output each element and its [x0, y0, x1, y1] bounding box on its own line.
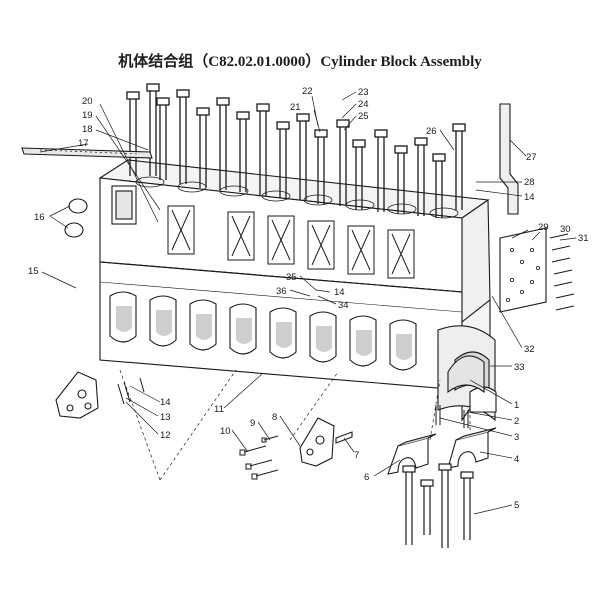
callout-19: 19	[82, 110, 93, 121]
main-bearing-cap-6	[387, 433, 437, 475]
callout-7: 7	[354, 450, 359, 461]
callout-18: 18	[82, 124, 93, 135]
callout-9: 9	[250, 418, 255, 429]
plug-16	[64, 198, 88, 238]
end-cover-plate	[499, 227, 575, 313]
callout-11: 11	[214, 404, 224, 415]
main-bearing-cap-4	[447, 427, 497, 469]
callout-3: 3	[514, 432, 519, 443]
callout-8: 8	[272, 412, 277, 423]
callout-17: 17	[78, 138, 89, 149]
cylinder-block	[98, 159, 497, 422]
head-studs	[126, 83, 466, 218]
oil-pipe-strip	[21, 147, 153, 159]
main-bearing-bolts	[402, 463, 474, 548]
mounting-bracket-left	[55, 371, 99, 419]
callout-6: 6	[364, 472, 369, 483]
callout-21: 21	[290, 102, 301, 113]
callout-2: 2	[514, 416, 519, 427]
callout-labels: 20 19 18 17 16 15 22 21 23 24 25 26 27 2…	[28, 86, 589, 511]
callout-5: 5	[514, 500, 519, 511]
callout-25: 25	[358, 111, 369, 122]
mounting-bracket-8	[299, 417, 335, 467]
bolts-13-14	[117, 377, 145, 405]
callout-22: 22	[302, 86, 313, 97]
callout-14-left: 14	[160, 397, 171, 408]
callout-14-right: 14	[524, 192, 535, 203]
callout-33: 33	[514, 362, 525, 373]
alignment-lines	[119, 369, 471, 481]
callout-1: 1	[514, 400, 519, 411]
dowel-7	[335, 431, 353, 444]
callout-12: 12	[160, 430, 171, 441]
callout-30: 30	[560, 224, 571, 235]
callout-15: 15	[28, 266, 39, 277]
callout-27: 27	[526, 152, 537, 163]
callout-29: 29	[538, 222, 549, 233]
callout-23: 23	[358, 87, 369, 98]
diagram-title: 机体结合组（C82.02.01.0000）Cylinder Block Asse…	[118, 54, 482, 70]
leader-lines	[39, 91, 577, 515]
studs-2-3	[435, 405, 469, 428]
callout-16: 16	[34, 212, 45, 223]
callout-32: 32	[524, 344, 535, 355]
callout-10: 10	[220, 426, 231, 437]
pipe-27	[499, 103, 519, 215]
callout-28: 28	[524, 177, 535, 188]
callout-35: 35	[286, 272, 297, 283]
callout-36: 36	[276, 286, 287, 297]
callout-4: 4	[514, 454, 519, 465]
bolts-9-10	[239, 435, 279, 480]
callout-14-mid: 14	[334, 287, 345, 298]
callout-26: 26	[426, 126, 437, 137]
callout-31: 31	[578, 233, 589, 244]
callout-34: 34	[338, 300, 349, 311]
callout-20: 20	[82, 96, 93, 107]
callout-24: 24	[358, 99, 369, 110]
callout-13: 13	[160, 412, 171, 423]
